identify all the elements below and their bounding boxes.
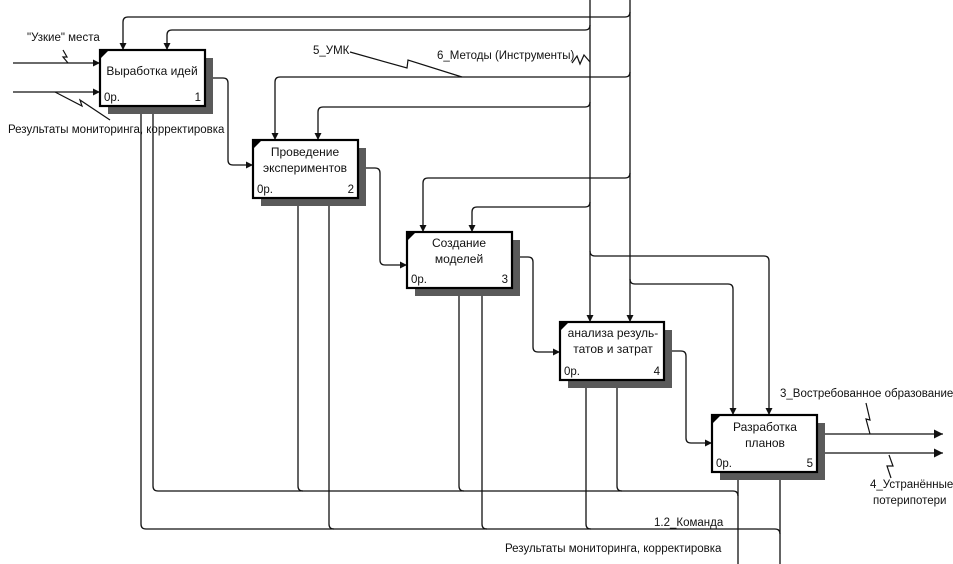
box-title-line: моделей	[435, 252, 483, 266]
box-title-line: татов и затрат	[573, 342, 653, 356]
squiggle-umk	[349, 51, 463, 78]
box-number: 3	[502, 274, 508, 286]
control-branch-box1-a	[119, 11, 631, 50]
box-corner-mark	[254, 141, 261, 148]
mechanism-branch-box3-b	[478, 288, 488, 530]
box-frame	[405, 230, 514, 290]
squiggle-monitoring-input	[54, 91, 111, 121]
box-frame	[98, 48, 207, 108]
mechanism-branch-box4-b	[613, 380, 623, 492]
box-cost: 0р.	[716, 458, 732, 470]
box-frame	[558, 320, 666, 382]
box-corner-mark	[713, 416, 720, 423]
box-corner-mark	[101, 51, 108, 58]
mechanism-bus-monitoring	[137, 106, 781, 535]
activity-box-5[interactable]: Разработка планов 0р. 5	[710, 413, 825, 480]
box-corner-mark	[408, 233, 415, 240]
label-mechanism-team: 1.2_Команда	[654, 517, 724, 529]
box-title-line: анализа резуль-	[568, 326, 659, 340]
activity-box-3[interactable]: Создание моделей 0р. 3	[405, 230, 520, 296]
squiggle-losses	[886, 454, 894, 479]
label-control-methods: 6_Методы (Инструменты)	[437, 50, 575, 62]
label-output-education: 3_Востребованное образование	[780, 388, 953, 400]
label-output-losses-2: потерипотери	[873, 495, 946, 507]
box-cost: 0р.	[564, 366, 580, 378]
squiggle-methods	[571, 53, 591, 66]
label-control-umk: 5_УМК	[313, 45, 350, 57]
flow-box2-to-box3	[358, 167, 407, 269]
control-branch-box2-a	[271, 71, 631, 140]
box-number: 4	[654, 366, 661, 378]
box-number: 1	[195, 92, 201, 104]
control-branch-box5-b	[589, 250, 773, 415]
mechanism-branch-box2-b	[325, 198, 335, 530]
label-input-bottlenecks: "Узкие" места	[27, 32, 100, 44]
activity-box-4[interactable]: анализа резуль- татов и затрат 0р. 4	[558, 320, 672, 388]
box-frame	[251, 138, 360, 200]
box-frame	[710, 413, 819, 474]
mechanism-branch-box2-a	[294, 198, 304, 492]
mechanism-bus-team	[149, 106, 739, 497]
label-mechanism-monitoring: Результаты мониторинга, корректировка	[505, 543, 722, 555]
mechanism-branch-box4-a	[582, 380, 592, 530]
flow-box4-to-box5	[664, 350, 712, 447]
box-cost: 0р.	[104, 92, 120, 104]
box-number: 2	[348, 184, 354, 196]
control-branch-box5-a	[629, 278, 737, 415]
box-title-line: Создание	[432, 236, 486, 250]
control-branch-box3-a	[419, 172, 631, 232]
control-branch-box1-b	[163, 24, 591, 50]
box-title-line: Проведение	[271, 145, 340, 159]
mechanism-branch-box3-a	[455, 288, 465, 492]
squiggle-bottlenecks	[61, 49, 69, 64]
box-title-line: планов	[745, 436, 785, 450]
control-branch-box2-b	[314, 101, 591, 140]
box-cost: 0р.	[257, 184, 273, 196]
box-title-line: Выработка идей	[106, 64, 197, 78]
box-cost: 0р.	[411, 274, 427, 286]
box-title-line: Разработка	[733, 420, 797, 434]
label-output-losses-1: 4_Устранённые	[870, 479, 953, 491]
flow-box1-to-box2	[205, 77, 253, 169]
control-branch-box3-b	[468, 201, 591, 232]
label-input-monitoring: Результаты мониторинга, корректировка	[8, 124, 225, 136]
activity-box-2[interactable]: Проведение экспериментов 0р. 2	[251, 138, 366, 206]
flow-box3-to-box4	[512, 256, 560, 356]
activity-box-1[interactable]: Выработка идей 0р. 1	[98, 48, 213, 114]
box-corner-mark	[561, 323, 568, 330]
box-title-line: экспериментов	[263, 161, 347, 175]
box-number: 5	[807, 458, 813, 470]
squiggle-education	[865, 402, 871, 435]
